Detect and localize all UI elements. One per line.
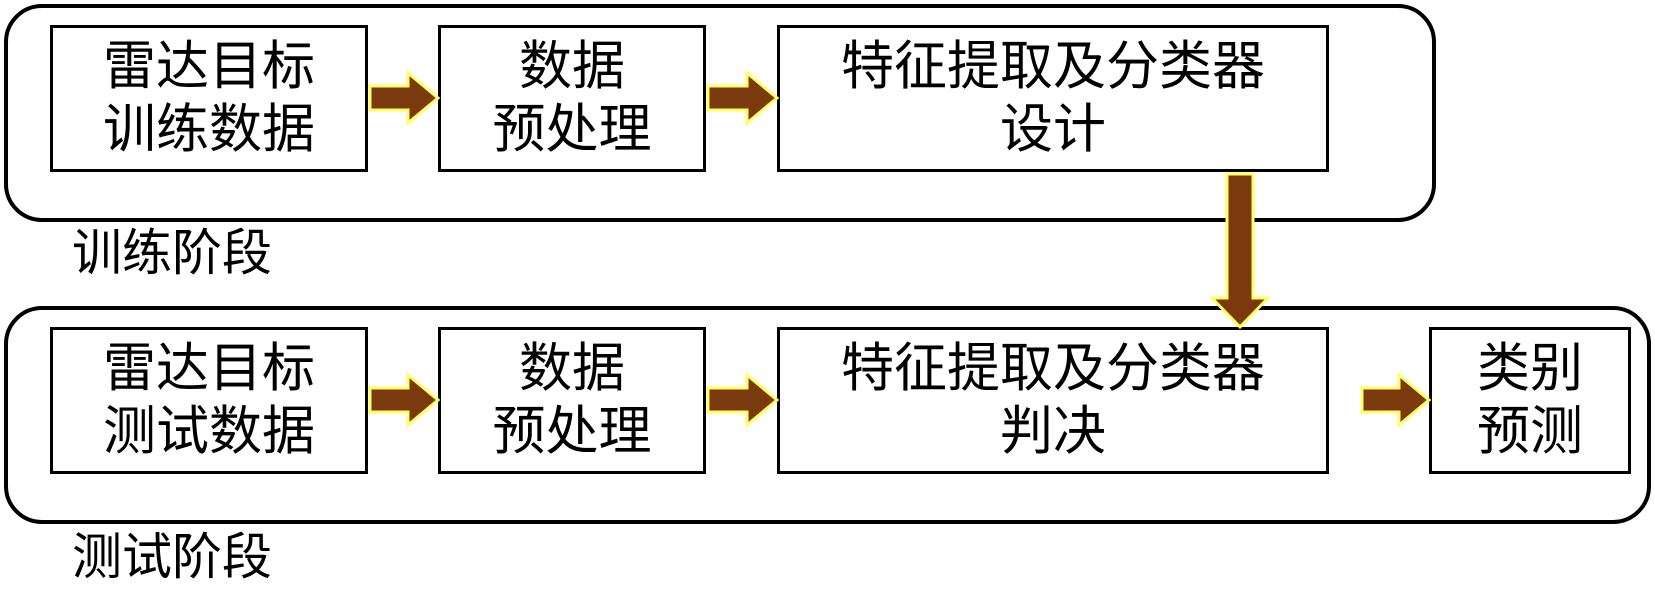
box-line: 测试数据 (103, 400, 315, 462)
training-preprocess-box: 数据 预处理 (438, 25, 706, 172)
box-line: 判决 (1000, 400, 1106, 462)
testing-radar-data-box: 雷达目标 测试数据 (50, 327, 368, 474)
testing-stage-group (4, 306, 1651, 524)
arrow-right-icon (368, 371, 441, 429)
box-line: 雷达目标 (103, 337, 315, 399)
box-line: 数据 (519, 35, 625, 97)
arrow-right-icon (1360, 371, 1432, 429)
box-line: 雷达目标 (103, 35, 315, 97)
testing-preprocess-box: 数据 预处理 (438, 327, 706, 474)
testing-stage-label: 测试阶段 (72, 528, 272, 586)
arrow-right-icon (706, 69, 780, 127)
class-prediction-box: 类别 预测 (1429, 327, 1631, 474)
box-line: 特征提取及分类器 (841, 35, 1265, 97)
box-line: 预处理 (492, 98, 652, 160)
box-line: 设计 (1000, 98, 1106, 160)
box-line: 数据 (519, 337, 625, 399)
arrow-down-icon (1208, 172, 1272, 330)
box-line: 预测 (1477, 400, 1583, 462)
arrow-right-icon (368, 69, 441, 127)
training-feature-classifier-design-box: 特征提取及分类器 设计 (777, 25, 1329, 172)
training-stage-group (4, 4, 1436, 222)
training-stage-label: 训练阶段 (72, 224, 272, 282)
box-line: 类别 (1477, 337, 1583, 399)
box-line: 训练数据 (103, 98, 315, 160)
box-line: 特征提取及分类器 (841, 337, 1265, 399)
arrow-right-icon (706, 371, 780, 429)
testing-feature-classifier-decision-box: 特征提取及分类器 判决 (777, 327, 1329, 474)
box-line: 预处理 (492, 400, 652, 462)
training-radar-data-box: 雷达目标 训练数据 (50, 25, 368, 172)
